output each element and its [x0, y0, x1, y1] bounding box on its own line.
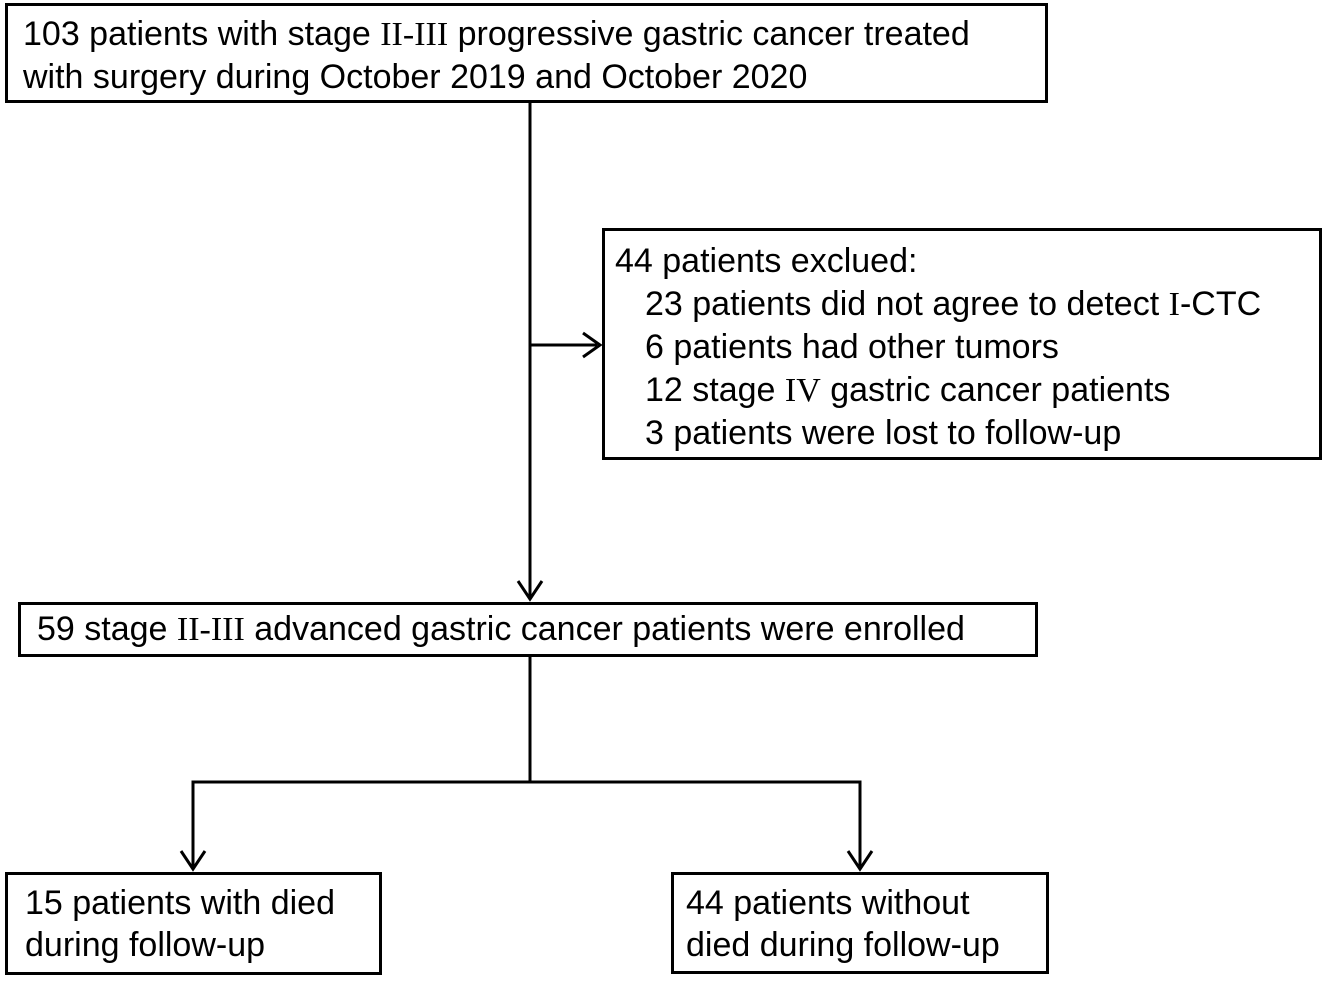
box-text-line: 15 patients with died	[25, 884, 335, 922]
arrow-to-excluded	[530, 331, 603, 359]
box-text-line: 23 patients did not agree to detect I-CT…	[645, 285, 1262, 323]
arrow-to-died	[179, 780, 207, 872]
box-text-line: 59 stage II-III advanced gastric cancer …	[37, 610, 965, 648]
box-text-line: 6 patients had other tumors	[645, 328, 1059, 366]
box-died-patients: 15 patients with died during follow-up	[5, 872, 382, 975]
box-text-line: 103 patients with stage II-III progressi…	[23, 15, 970, 53]
arrow-initial-to-enrolled	[516, 103, 544, 602]
box-text-line: 44 patients exclued:	[615, 242, 918, 280]
box-text-line: died during follow-up	[686, 926, 1000, 964]
arrow-to-survived	[846, 780, 874, 872]
box-text-line: during follow-up	[25, 926, 266, 964]
box-excluded-patients: 44 patients exclued: 23 patients did not…	[602, 228, 1322, 460]
box-text-line: 3 patients were lost to follow-up	[645, 414, 1122, 452]
box-text-line: 44 patients without	[686, 884, 970, 922]
box-text-line: with surgery during October 2019 and Oct…	[23, 58, 808, 96]
connector-enrolled-branch	[191, 657, 862, 784]
box-survived-patients: 44 patients without died during follow-u…	[671, 872, 1049, 974]
box-enrolled-patients: 59 stage II-III advanced gastric cancer …	[18, 602, 1038, 657]
box-initial-patients: 103 patients with stage II-III progressi…	[5, 3, 1048, 103]
box-text-line: 12 stage IV gastric cancer patients	[645, 371, 1171, 409]
